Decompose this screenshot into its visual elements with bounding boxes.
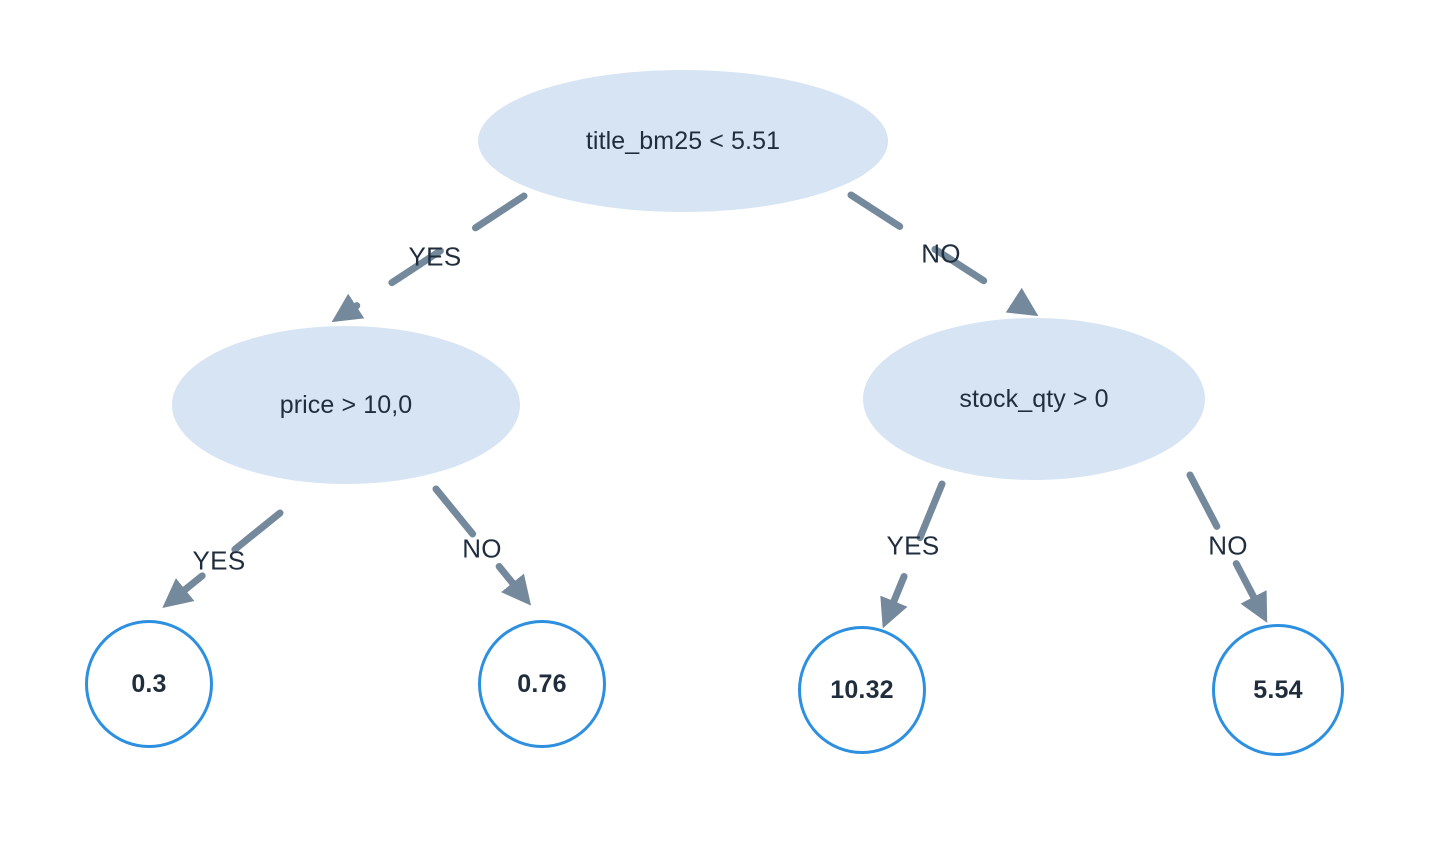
- decision-node-price-label: price > 10,0: [279, 390, 413, 419]
- edge-label-stock-yes: YES: [886, 530, 940, 561]
- edge-right-leaf4: [1186, 471, 1268, 623]
- decision-node-stock-qty-label: stock_qty > 0: [959, 384, 1109, 413]
- leaf-node-3[interactable]: 10.32: [798, 626, 926, 754]
- edge-left-leaf1: [162, 509, 284, 609]
- edge-root-left: [331, 192, 528, 323]
- edge-label-price-no: NO: [462, 533, 502, 564]
- leaf-node-2-value: 0.76: [517, 669, 567, 698]
- decision-node-price[interactable]: price > 10,0: [172, 326, 520, 484]
- leaf-node-1[interactable]: 0.3: [85, 620, 213, 748]
- leaf-node-1-value: 0.3: [131, 669, 167, 698]
- edge-label-price-yes: YES: [192, 545, 246, 576]
- edge-label-root-yes: YES: [408, 241, 462, 272]
- decision-node-root[interactable]: title_bm25 < 5.51: [478, 70, 888, 212]
- leaf-node-2[interactable]: 0.76: [478, 620, 606, 748]
- edge-right-leaf3: [880, 480, 946, 629]
- leaf-node-3-value: 10.32: [830, 675, 894, 704]
- decision-node-root-label: title_bm25 < 5.51: [585, 126, 781, 155]
- decision-node-stock-qty[interactable]: stock_qty > 0: [863, 318, 1205, 480]
- edge-left-leaf2: [432, 485, 532, 606]
- leaf-node-4-value: 5.54: [1253, 675, 1303, 704]
- edge-label-stock-no: NO: [1208, 530, 1248, 561]
- leaf-node-4[interactable]: 5.54: [1212, 624, 1344, 756]
- edge-label-root-no: NO: [921, 238, 961, 269]
- edge-root-right: [847, 191, 1039, 317]
